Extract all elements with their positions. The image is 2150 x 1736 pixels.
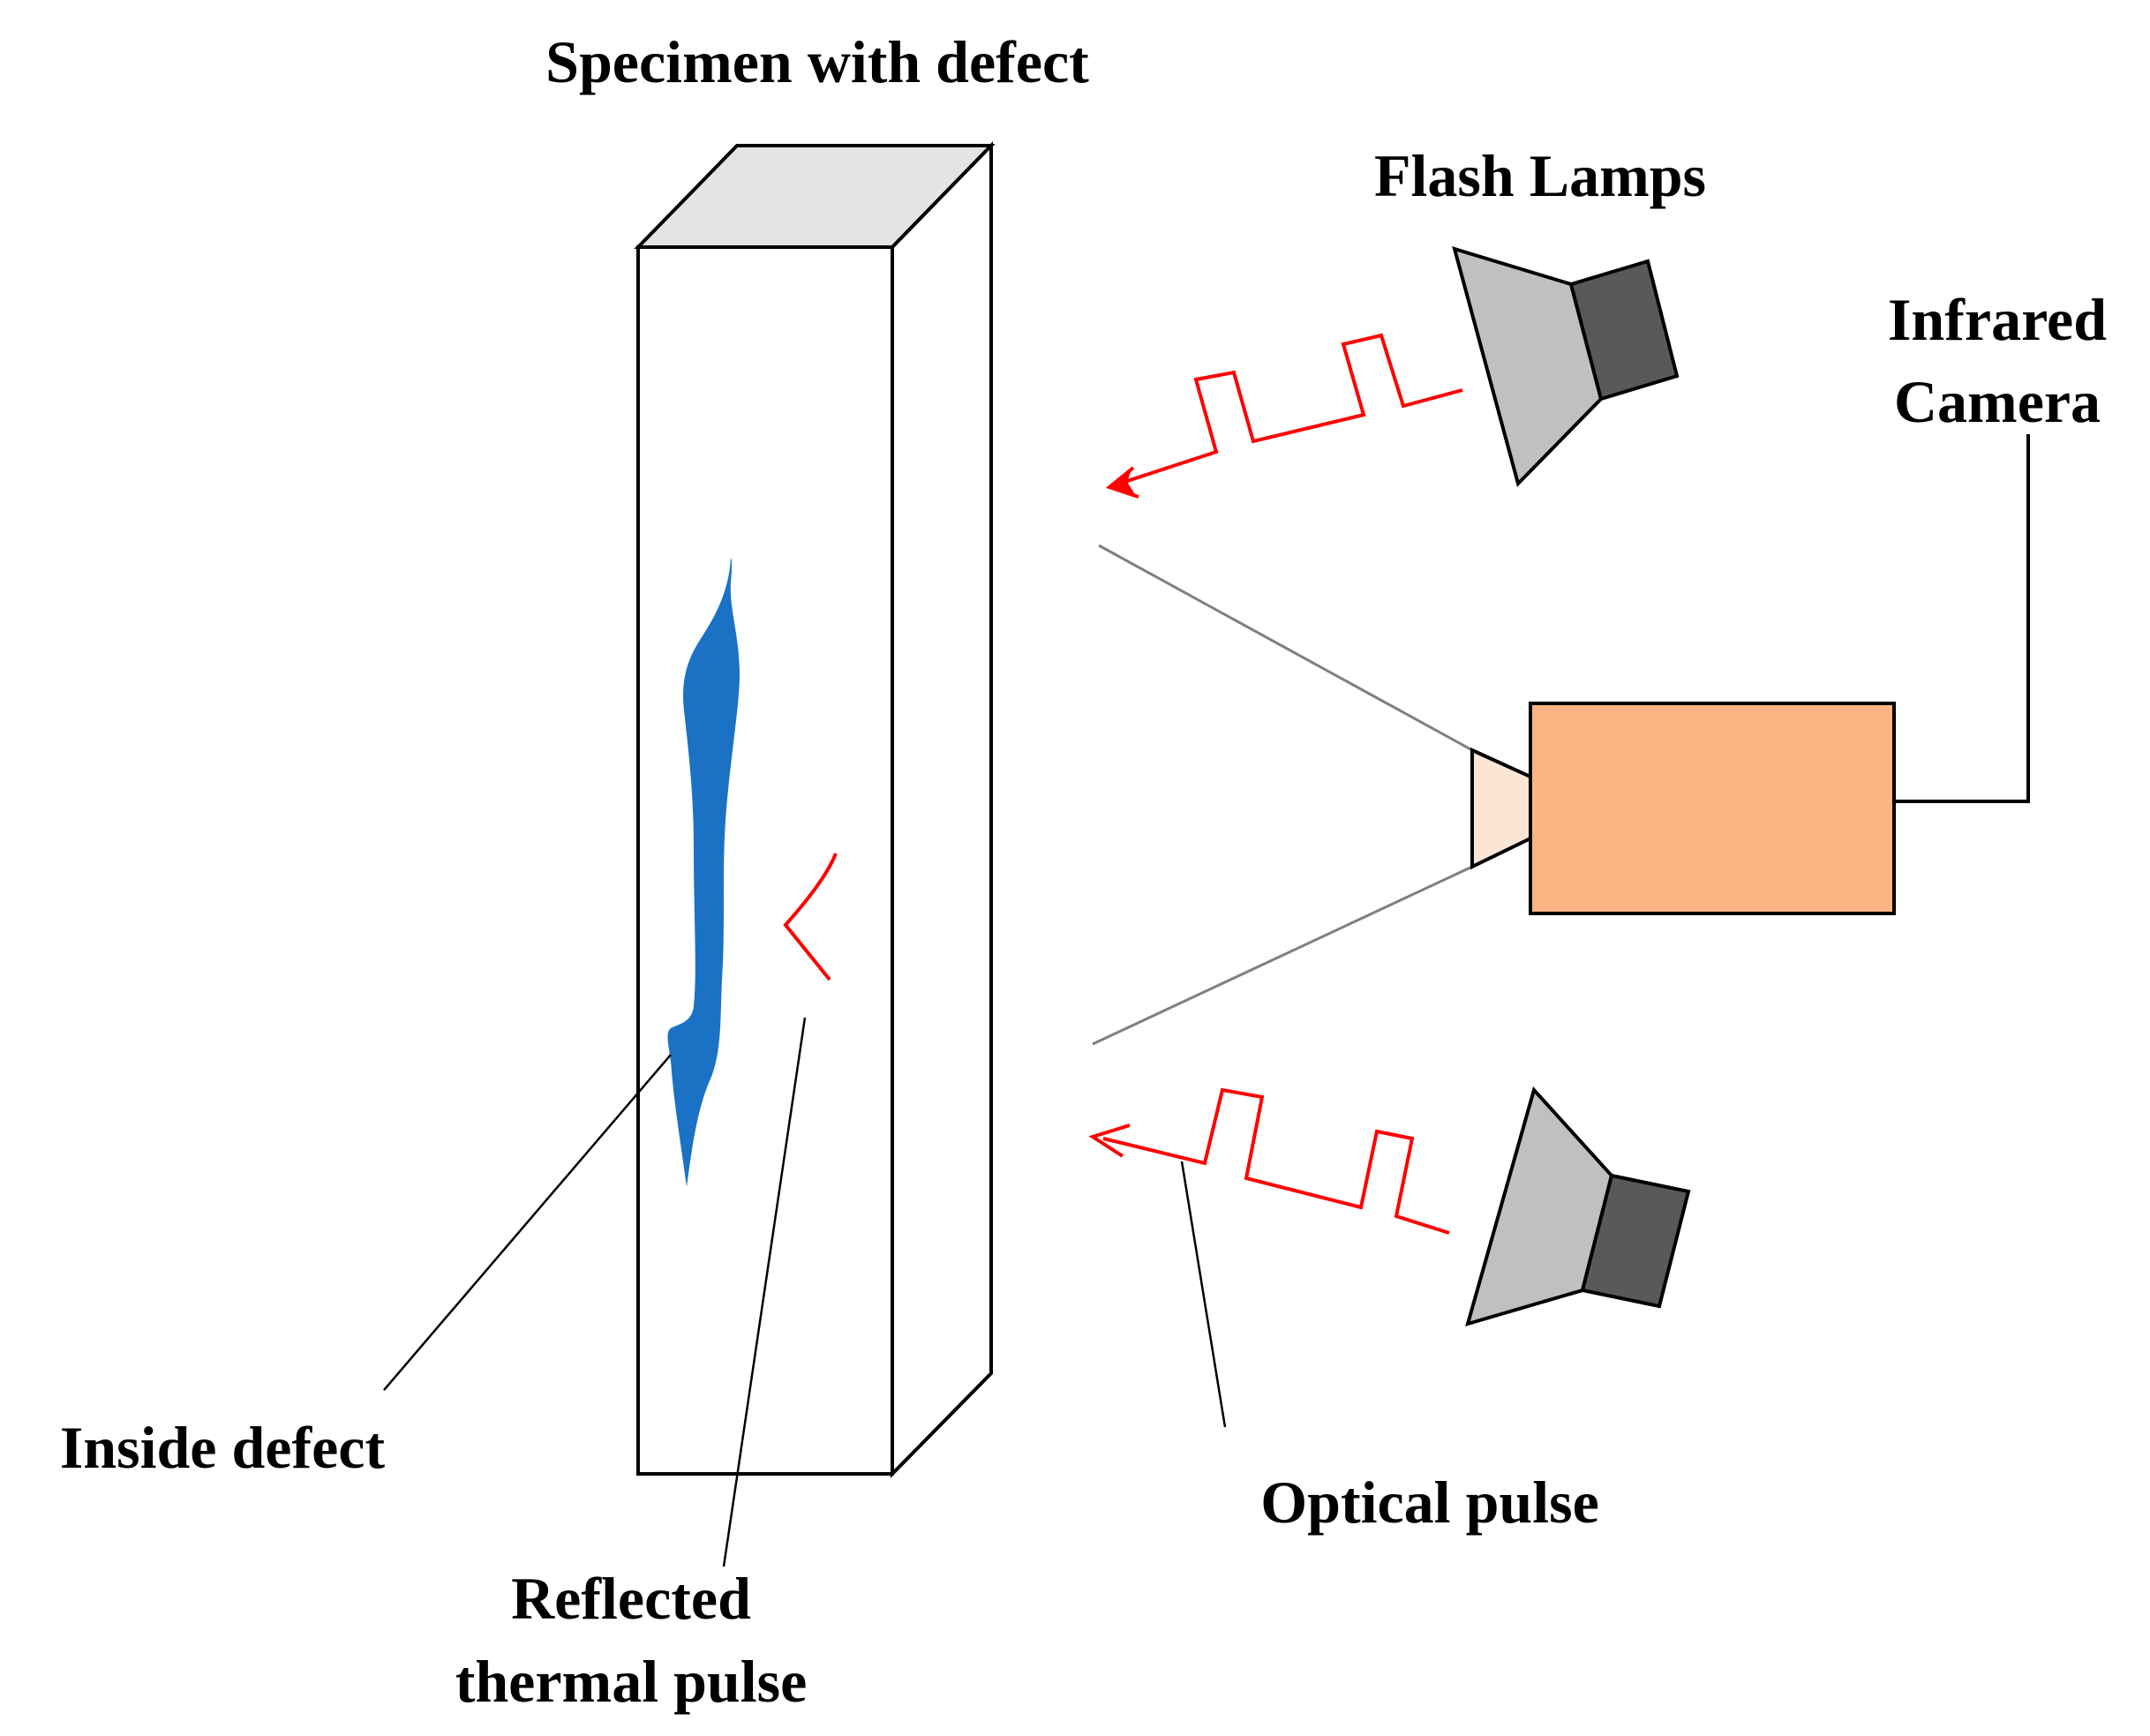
specimen (634, 141, 996, 1478)
infrared-camera-label-line1: Infrared (1888, 286, 2107, 353)
infrared-camera-body-icon (1529, 702, 1896, 915)
reflected-thermal-pulse-label-line2: thermal pulse (455, 1648, 808, 1715)
specimen-label: Specimen with defect (545, 28, 1089, 95)
optical-pulse-bottom-arrowhead-icon (1088, 1124, 1131, 1158)
specimen-front-face (636, 245, 894, 1476)
reflected-thermal-pulse-mark (783, 853, 838, 981)
infrared-camera-label-line2: Camera (1894, 368, 2101, 435)
flash-lamps-label: Flash Lamps (1374, 142, 1706, 209)
optical-pulse-label: Optical pulse (1260, 1469, 1599, 1536)
optical-pulse-top-arrowhead-outline (1105, 466, 1139, 499)
infrared-camera (1470, 434, 2030, 915)
optical-pulse-wave-top-line (1118, 333, 1463, 485)
optical-pulse-wave-bottom (1088, 1087, 1450, 1235)
optical-pulse-leader-line (1180, 1161, 1227, 1428)
flash-lamp-bottom-base-icon (1580, 1173, 1691, 1309)
infrared-camera-cable (1894, 434, 2030, 803)
inside-defect-shape (667, 558, 740, 1187)
inside-defect-leader-line (383, 1054, 672, 1391)
inside-defect-label: Inside defect (60, 1414, 386, 1481)
optical-pulse-wave-top (1105, 333, 1463, 499)
optical-pulse-wave-bottom-line (1102, 1087, 1450, 1235)
flash-lamp-bottom (1465, 1086, 1691, 1326)
camera-view-line-top (1098, 544, 1473, 752)
flash-lamp-top (1452, 246, 1680, 487)
specimen-side-face (891, 141, 993, 1478)
infrared-camera-lens-icon (1470, 747, 1532, 870)
camera-view-line-bottom (1092, 865, 1473, 1046)
reflected-pulse-leader-line (722, 1017, 807, 1567)
flash-lamp-top-base-icon (1568, 259, 1680, 402)
reflected-thermal-pulse-label-line1: Reflected (511, 1565, 751, 1632)
